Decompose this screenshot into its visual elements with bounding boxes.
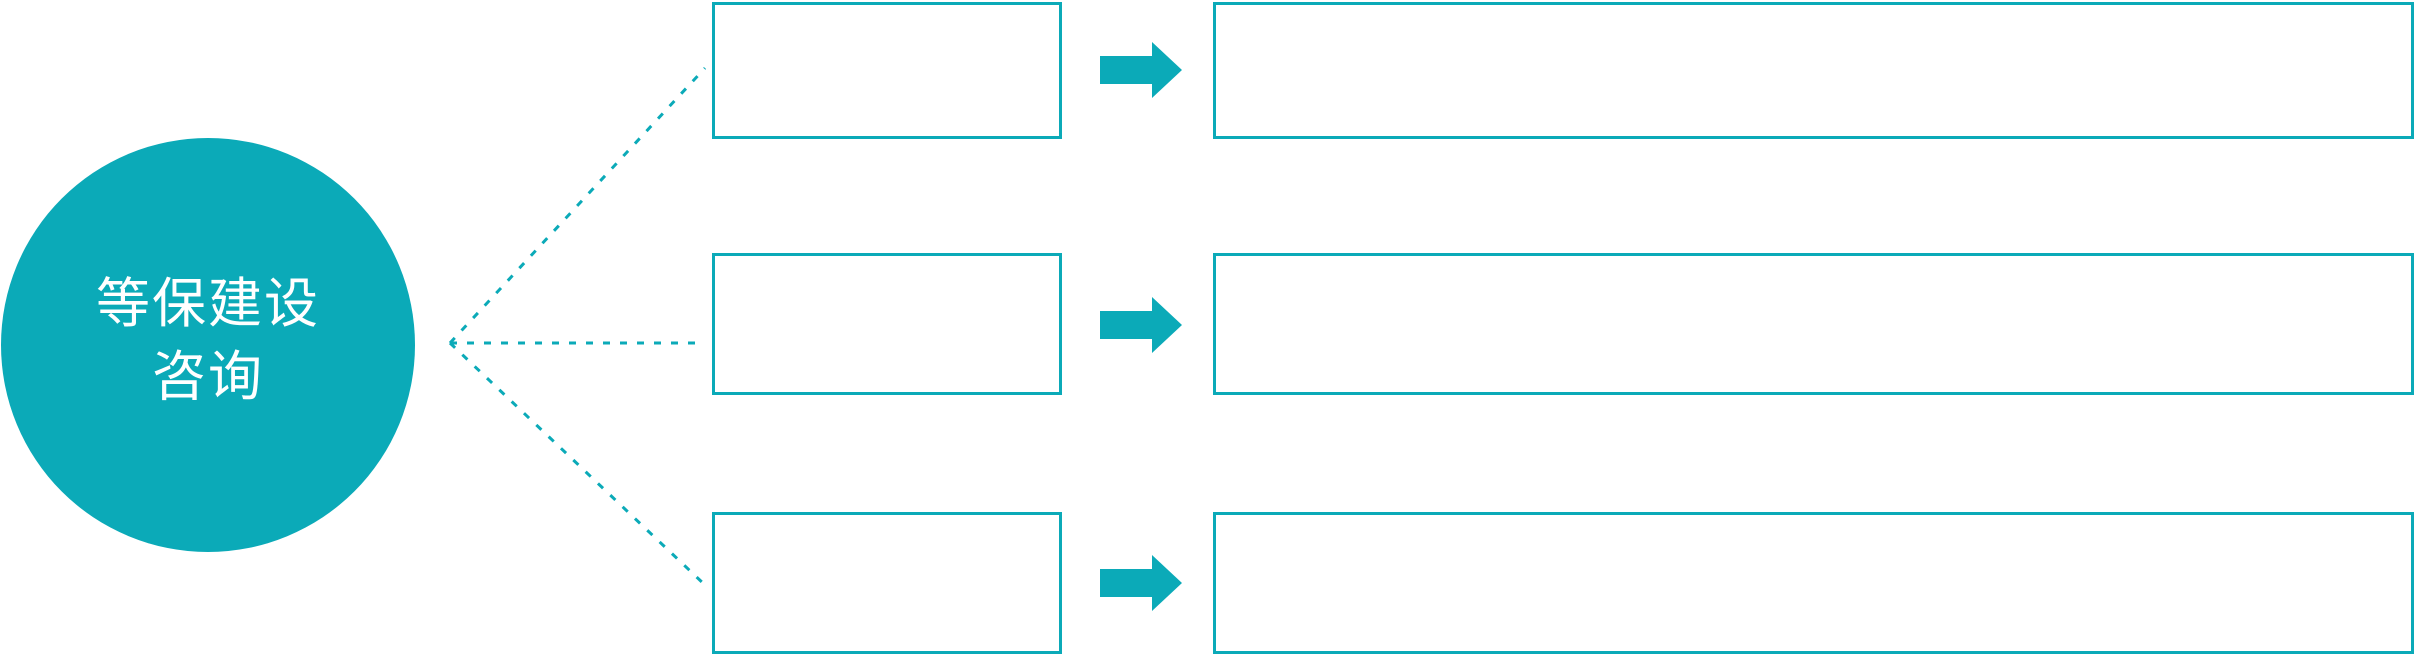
- arrow-right-icon-row-1: [1100, 297, 1182, 353]
- detail-box-3[interactable]: [1213, 512, 2414, 654]
- stage-box-3[interactable]: [712, 512, 1062, 654]
- connector-line-top: [448, 66, 707, 345]
- stage-box-2[interactable]: [712, 253, 1062, 395]
- detail-box-2[interactable]: [1213, 253, 2414, 395]
- hub-circle[interactable]: [1, 138, 415, 552]
- connector-group: [448, 66, 707, 587]
- arrow-right-icon-row-2: [1100, 555, 1182, 611]
- stage-box-1[interactable]: [712, 2, 1062, 139]
- detail-box-1[interactable]: [1213, 2, 2414, 139]
- arrow-right-icon-row-0: [1100, 42, 1182, 98]
- connector-line-bottom: [448, 341, 707, 587]
